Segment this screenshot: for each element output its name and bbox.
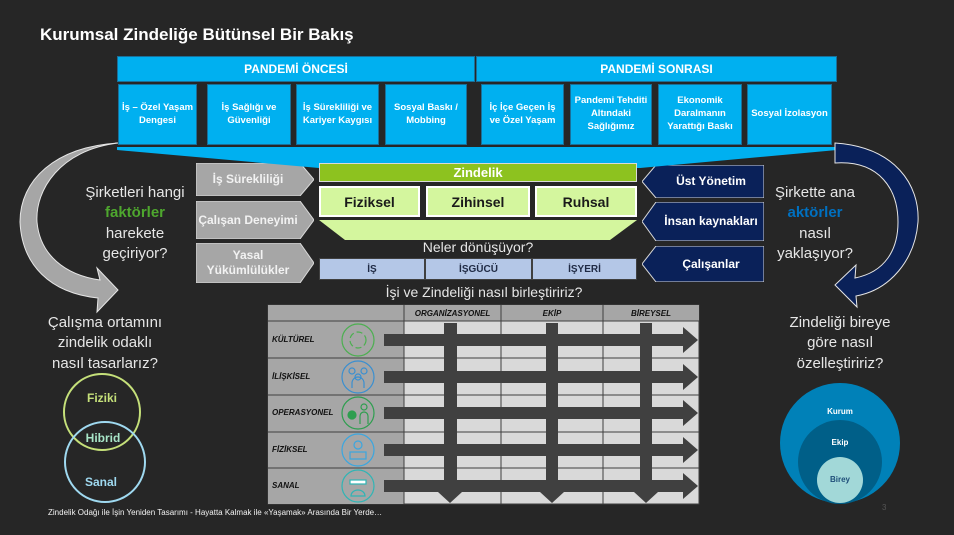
nested-label-birey: Birey <box>829 475 850 484</box>
before-item: İş Sürekliliği ve Kariyer Kaygısı <box>296 84 379 145</box>
question-line: nasıl tasarlarız? <box>52 354 158 372</box>
gear-person-icon <box>341 396 375 430</box>
factor-employee-experience: Çalışan Deneyimi <box>196 201 314 239</box>
pandemic-before-header: PANDEMİ ÖNCESİ <box>117 56 475 82</box>
footer-text: Zindelik Odağı ile İşin Yeniden Tasarımı… <box>48 508 383 517</box>
arrow-right <box>384 400 698 426</box>
integrate-question: İşi ve Zindeliği nasıl birleştiririz? <box>385 284 583 300</box>
venn-label-hybrid: Hibrid <box>85 431 121 445</box>
venn-circle-physical <box>63 373 141 451</box>
nested-label-ekip: Ekip <box>831 438 849 447</box>
grid-row-operational: OPERASYONEL <box>272 408 334 417</box>
before-item: İş Sağlığı ve Güvenliği <box>207 84 291 145</box>
horizontal-arrows <box>384 327 698 499</box>
factors-question: Şirketleri hangi faktörler harekete geçi… <box>70 183 200 264</box>
question-line: Şirketleri hangi <box>85 184 185 201</box>
factor-label: Çalışan Deneyimi <box>198 212 298 227</box>
slide-title: Kurumsal Zindeliğe Bütünsel Bir Bakış <box>40 25 354 44</box>
design-question: Çalışma ortamını zindelik odaklı nasıl t… <box>20 313 190 374</box>
actor-top-management: Üst Yönetim <box>642 165 764 198</box>
transform-work: İŞ <box>319 258 425 280</box>
factor-label: İş Sürekliliği <box>212 172 284 186</box>
grid-row-virtual: SANAL <box>272 481 300 490</box>
grid-row-physical: FİZİKSEL <box>272 445 308 454</box>
blue-funnel <box>117 147 837 168</box>
question-line: zindelik odaklı <box>57 334 153 352</box>
arrow-right <box>384 473 698 499</box>
arrow-right <box>384 437 698 463</box>
people-icon <box>341 360 375 394</box>
transform-question: Neler dönüşüyor? <box>422 239 534 255</box>
wellness-physical: Fiziksel <box>319 186 420 217</box>
left-curved-arrow <box>19 142 119 314</box>
before-item: Sosyal Baskı / Mobbing <box>385 84 467 145</box>
venn-label-virtual: Sanal <box>84 475 117 489</box>
factor-business-continuity: İş Sürekliliği <box>196 163 314 196</box>
question-line: Şirkette ana <box>774 184 856 201</box>
personalize-question: Zindeliği bireye göre nasıl özelleştirir… <box>765 313 915 374</box>
question-line: nasıl <box>799 224 831 242</box>
actors-question: Şirkette ana aktörler nasıl yaklaşıyor? <box>755 183 875 264</box>
after-item: Ekonomik Daralmanın Yarattığı Baskı <box>658 84 742 145</box>
question-line: harekete <box>105 224 165 242</box>
vr-headset-icon <box>341 469 375 503</box>
page-number: 3 <box>882 503 887 512</box>
grid-col-individual: BİREYSEL <box>630 309 671 318</box>
green-funnel <box>319 220 637 240</box>
actor-hr: İnsan kaynakları <box>642 202 764 241</box>
question-line: yaklaşıyor? <box>777 244 853 262</box>
transform-workplace: İŞYERİ <box>532 258 637 280</box>
venn-label-physical: Fiziki <box>86 391 117 405</box>
circle-birey <box>817 457 863 503</box>
before-item: İş – Özel Yaşam Dengesi <box>118 84 197 145</box>
factor-label: Yasal Yükümlülükler <box>206 248 290 277</box>
grid-row-cultural: KÜLTÜREL <box>272 335 315 344</box>
question-highlight: aktörler <box>787 204 843 222</box>
actor-label: Çalışanlar <box>682 256 740 271</box>
question-line: Çalışma ortamını <box>47 314 163 331</box>
wellness-mental: Zihinsel <box>426 186 530 217</box>
pandemic-after-header: PANDEMİ SONRASI <box>476 56 837 82</box>
arrow-right <box>384 364 698 390</box>
grid-col-organizational: ORGANİZASYONEL <box>414 309 491 318</box>
question-line: geçiriyor? <box>102 244 168 262</box>
venn-circle-virtual <box>64 421 146 503</box>
transform-workforce: İŞGÜCÜ <box>425 258 532 280</box>
after-item: İç İçe Geçen İş ve Özel Yaşam <box>481 84 564 145</box>
question-highlight: faktörler <box>104 204 166 222</box>
after-item: Pandemi Tehditi Altındaki Sağlığımız <box>570 84 652 145</box>
actor-label: İnsan kaynakları <box>664 214 758 228</box>
wellness-spiritual: Ruhsal <box>535 186 637 217</box>
wellness-title: Zindelik <box>319 163 637 182</box>
question-line: Zindeliği bireye <box>789 314 891 331</box>
right-curved-arrow <box>834 142 919 309</box>
question-line: göre nasıl <box>807 334 873 352</box>
arrow-right <box>384 327 698 353</box>
actor-employees: Çalışanlar <box>642 246 764 282</box>
person-laptop-icon <box>341 433 375 467</box>
factor-legal-obligations: Yasal Yükümlülükler <box>196 243 314 283</box>
cycle-icon <box>341 323 375 357</box>
actor-label: Üst Yönetim <box>676 174 746 188</box>
grid-col-team: EKİP <box>542 309 562 318</box>
after-item: Sosyal İzolasyon <box>747 84 832 145</box>
grid-row-relational: İLİŞKİSEL <box>272 372 311 381</box>
question-line: özelleştiririz? <box>796 354 884 372</box>
nested-label-kurum: Kurum <box>827 407 853 416</box>
